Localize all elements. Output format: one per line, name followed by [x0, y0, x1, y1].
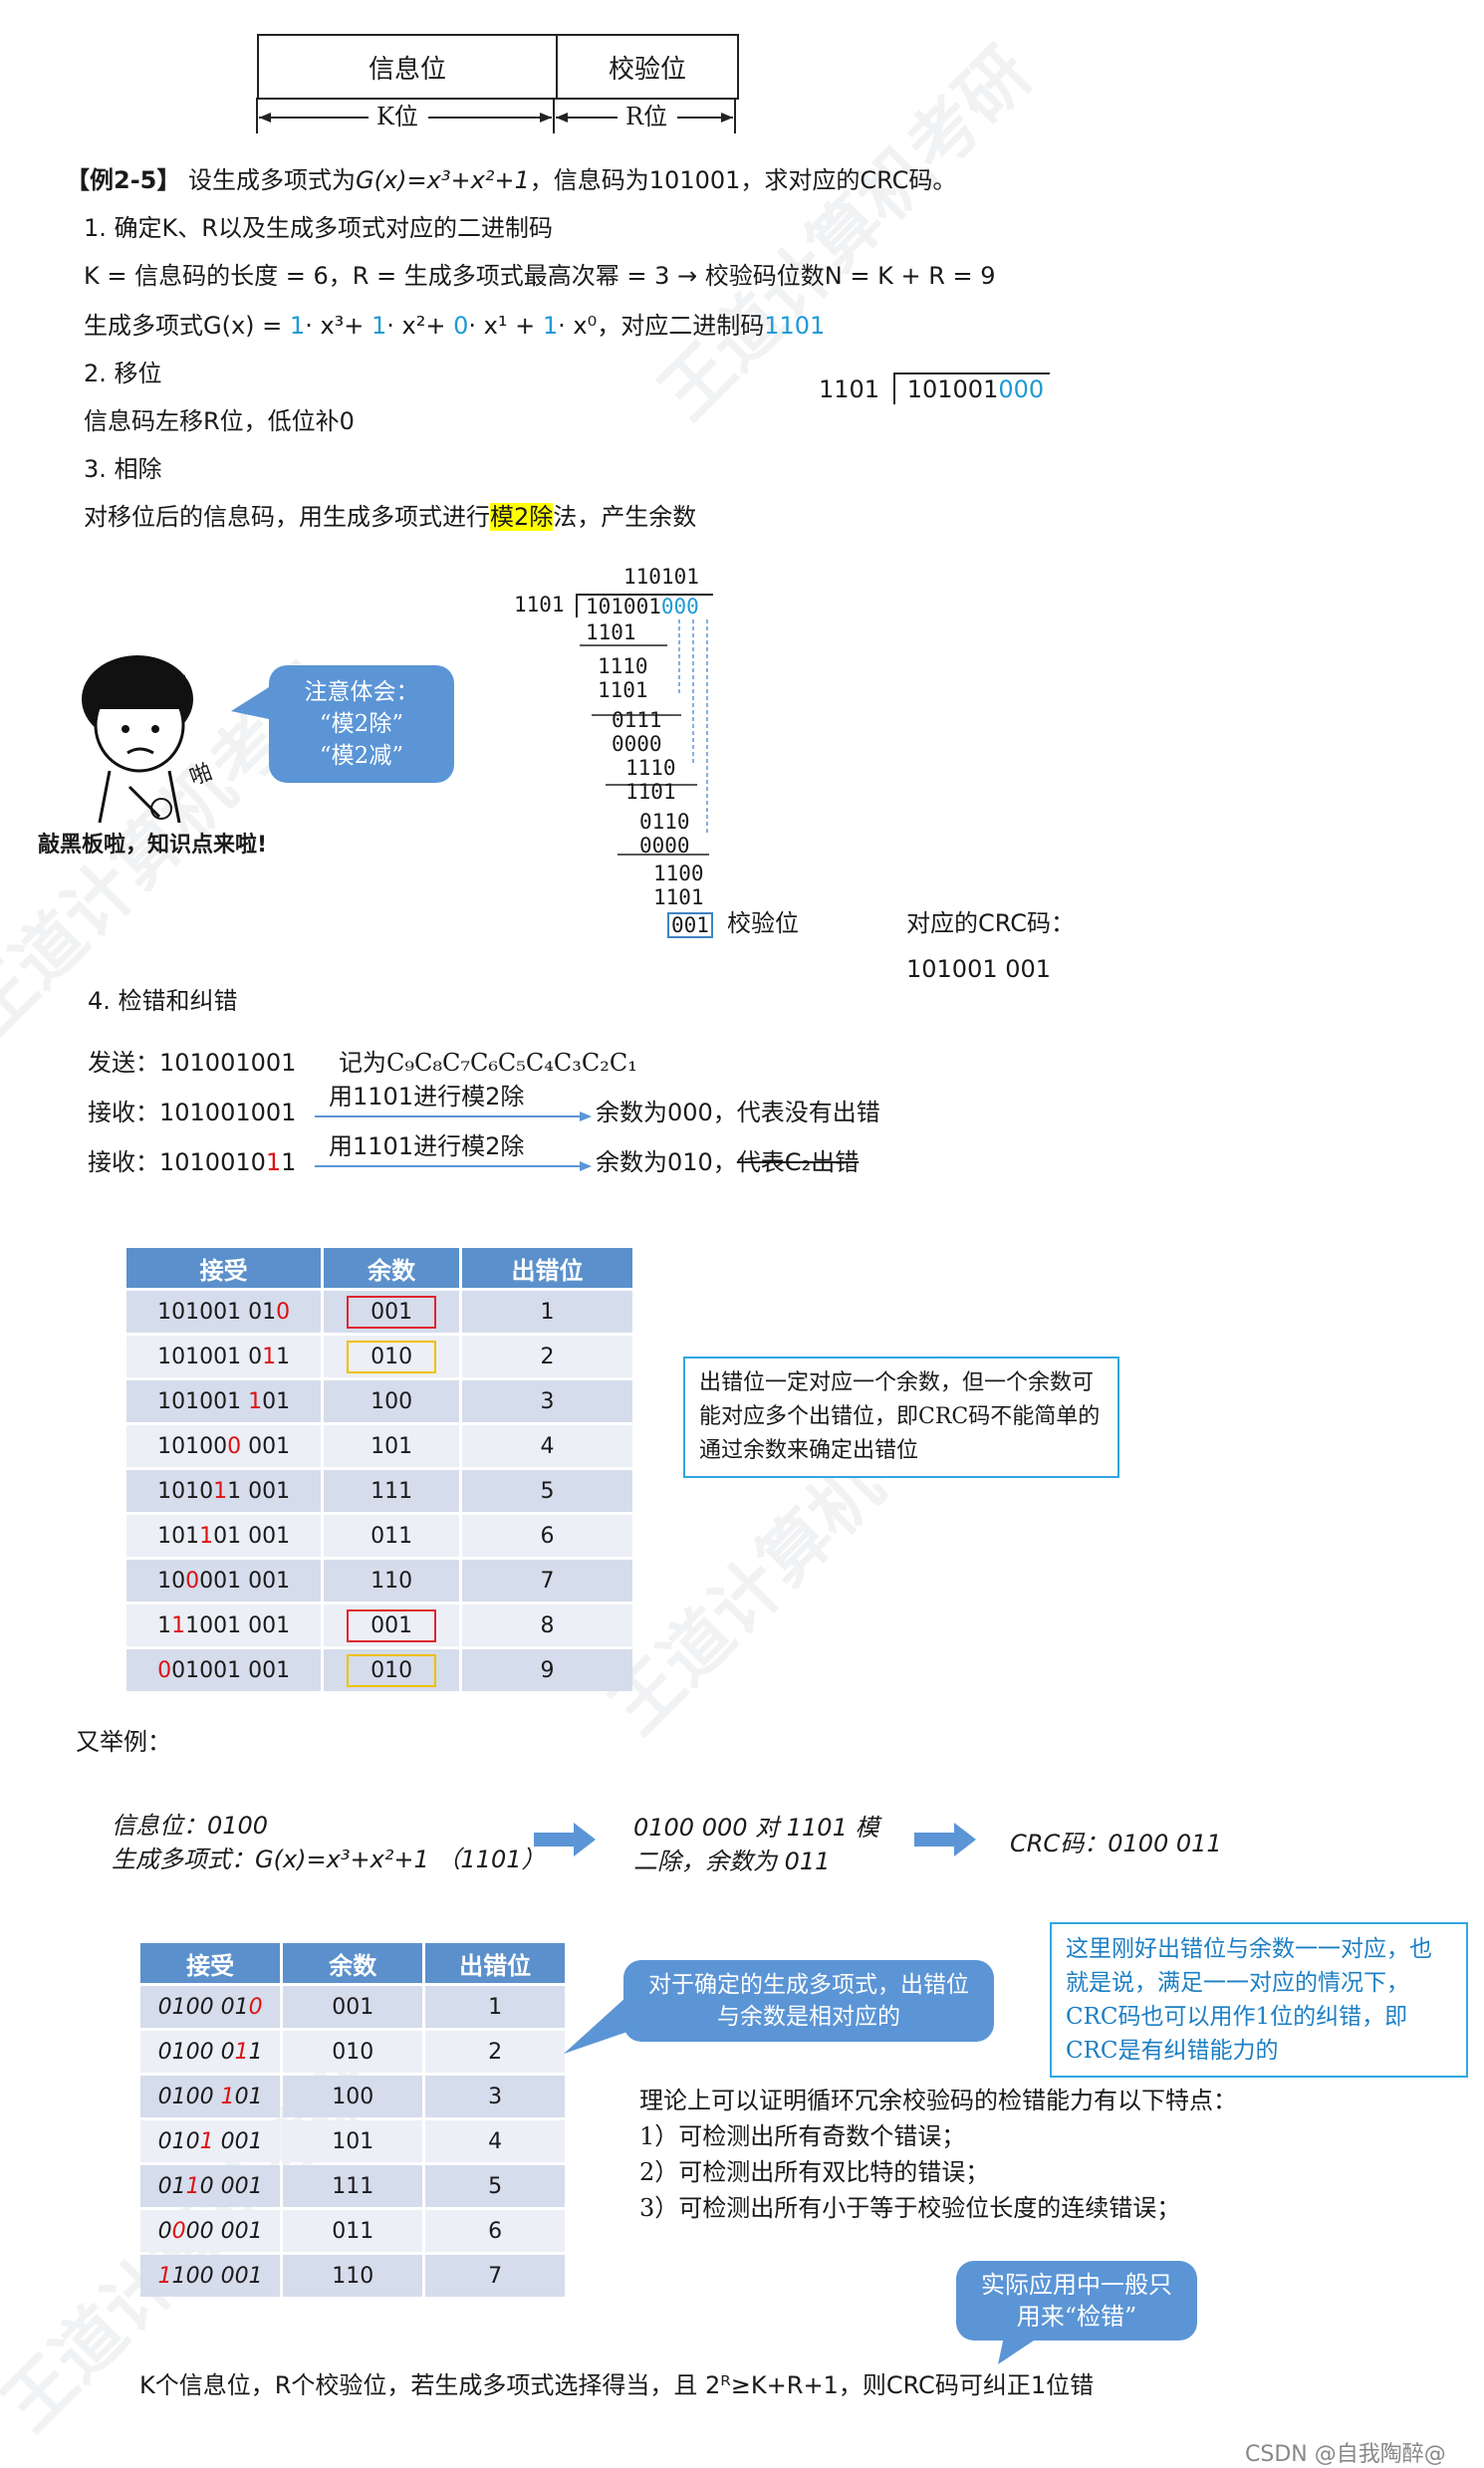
- division-divisor: 1101: [514, 593, 565, 617]
- theory-item: 3）可检测出所有小于等于校验位长度的连续错误；: [639, 2194, 1181, 2222]
- shift-text: 信息码左移R位，低位补0: [84, 407, 355, 435]
- crc-label: 对应的CRC码：: [906, 909, 1075, 937]
- send-note: 记为C₉C₈C₇C₆C₅C₄C₃C₂C₁: [339, 1049, 637, 1077]
- col-header: 接受: [140, 1943, 281, 1983]
- recv1-operation: 用1101进行模2除: [329, 1083, 525, 1111]
- recv2-arrow: [315, 1161, 592, 1171]
- k-label: K位: [376, 103, 418, 130]
- step4-title: 4. 检错和纠错: [88, 987, 238, 1015]
- example-statement: 【例2-5】 设生成多项式为G(x)=x³+x²+1，信息码为101001，求对…: [66, 166, 957, 194]
- bubble-tail: [998, 2337, 1040, 2364]
- division-guide-lines: [580, 619, 709, 856]
- division-row: 1110: [625, 756, 676, 780]
- division-row: 0000: [612, 732, 662, 756]
- col-header: 接受: [126, 1248, 322, 1288]
- arrow-right-icon: [534, 1823, 596, 1856]
- arrow-right-icon: [914, 1823, 976, 1856]
- division-quotient: 110101: [623, 565, 699, 589]
- info-bits-cell: 信息位: [259, 36, 558, 98]
- division-row: 0000: [639, 834, 690, 858]
- remainder-label: 校验位: [727, 909, 799, 937]
- practical-bubble: 实际应用中一般只用来“检错”: [956, 2261, 1197, 2341]
- table2-note: 这里刚好出错位与余数一一对应，也就是说，满足一一对应的情况下，CRC码也可以用作…: [1050, 1922, 1468, 2078]
- kr-line: K = 信息码的长度 = 6，R = 生成多项式最高次幂 = 3 → 校验码位数…: [84, 262, 996, 290]
- k-r-arrows: [256, 98, 736, 133]
- example2-title: 又举例：: [76, 1728, 171, 1756]
- theory-title: 理论上可以证明循环冗余校验码的检错能力有以下特点：: [639, 2087, 1237, 2114]
- example2-step: 0100 000 对 1101 模二除，余数为 011: [633, 1814, 879, 1875]
- recv2-label: 接收：101001011: [88, 1148, 297, 1176]
- division-row: 1101: [653, 885, 704, 909]
- check-bits-cell: 校验位: [608, 54, 686, 85]
- meme-face-illustration: [82, 655, 193, 824]
- recv1-arrow: [315, 1111, 592, 1121]
- division-row: 0110: [639, 810, 690, 834]
- theory-item: 1）可检测出所有奇数个错误；: [639, 2122, 966, 2150]
- crc-value: 101001 001: [906, 955, 1052, 983]
- step2-title: 2. 移位: [84, 360, 162, 387]
- division-row: 1100: [653, 862, 704, 885]
- division-remainder: 001: [667, 912, 713, 938]
- bubble-tail: [564, 1996, 627, 2054]
- table2-bubble: 对于确定的生成多项式，出错位与余数是相对应的: [623, 1960, 994, 2042]
- bubble-tail: [231, 687, 269, 719]
- division-row: 1101: [598, 678, 648, 702]
- recv1-result: 余数为000，代表没有出错: [596, 1099, 880, 1126]
- division-row: 0111: [612, 708, 662, 732]
- csdn-watermark: CSDN @自我陶醉@: [1245, 2442, 1446, 2467]
- divide-text: 对移位后的信息码，用生成多项式进行模2除法，产生余数: [84, 503, 697, 531]
- example2-poly: 生成多项式：G(x)=x³+x²+1 （1101）: [112, 1846, 546, 1873]
- send-label: 发送：101001001: [88, 1049, 297, 1077]
- col-header: 出错位: [425, 1943, 565, 1983]
- recv2-result: 余数为010，代表C₂出错: [596, 1148, 860, 1176]
- meme-note-bubble: 注意体会： “模2除” “模2减”: [269, 665, 454, 783]
- recv1-label: 接收：101001001: [88, 1099, 297, 1126]
- col-header: 余数: [324, 1248, 459, 1288]
- table1-note: 出错位一定对应一个余数，但一个余数可能对应多个出错位，即CRC码不能简单的通过余…: [683, 1357, 1119, 1478]
- footer-rule: K个信息位，R个校验位，若生成多项式选择得当，且 2ᴿ≥K+R+1，则CRC码可…: [139, 2371, 1095, 2399]
- theory-item: 2）可检测出所有双比特的错误；: [639, 2158, 990, 2186]
- meme-caption: 敲黑板啦，知识点来啦!: [38, 833, 268, 858]
- example2-info: 信息位：0100: [112, 1812, 269, 1840]
- shift-division-setup: 1101 101001000: [819, 372, 1051, 404]
- division-dividend: 101001000: [576, 594, 713, 617]
- division-row: 1110: [598, 654, 648, 678]
- recv2-operation: 用1101进行模2除: [329, 1132, 525, 1160]
- col-header: 出错位: [461, 1248, 632, 1288]
- example2-crc: CRC码：0100 011: [1010, 1830, 1222, 1857]
- division-row: 1101: [625, 780, 676, 804]
- r-label: R位: [625, 103, 668, 130]
- step3-title: 3. 相除: [84, 455, 162, 483]
- division-row: 1101: [586, 620, 636, 644]
- bit-layout-diagram: 信息位 校验位: [257, 34, 739, 100]
- step1-title: 1. 确定K、R以及生成多项式对应的二进制码: [84, 214, 553, 242]
- col-header: 余数: [283, 1943, 423, 1983]
- poly-line: 生成多项式G(x) = 1· x³+ 1· x²+ 0· x¹ + 1· x⁰，…: [84, 312, 826, 340]
